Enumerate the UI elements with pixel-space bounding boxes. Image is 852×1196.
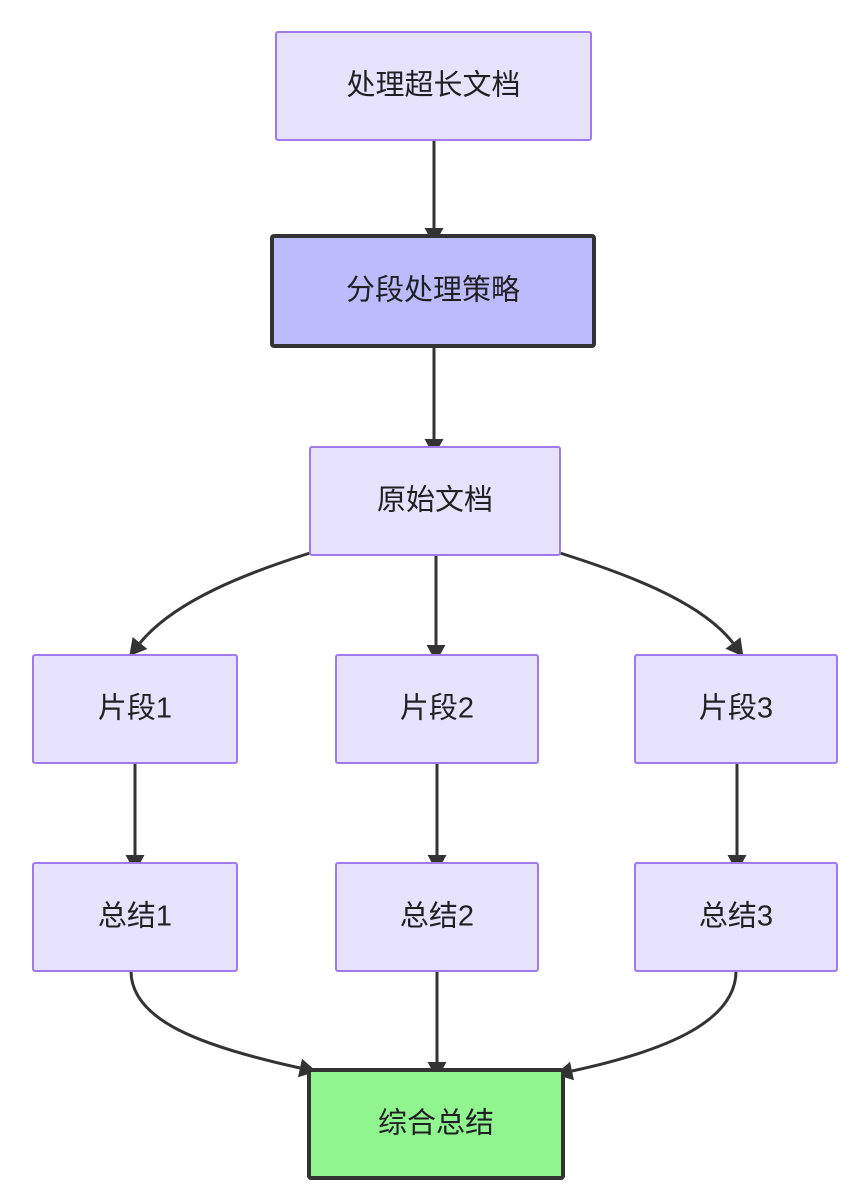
edge-line <box>129 970 301 1070</box>
flow-edge <box>129 970 317 1078</box>
flow-node-n10[interactable]: 综合总结 <box>307 1068 565 1180</box>
flow-node-n6[interactable]: 片段3 <box>634 654 838 764</box>
node-label: 总结3 <box>699 900 773 933</box>
node-label: 分段处理策略 <box>346 274 520 307</box>
node-box[interactable] <box>307 1068 565 1180</box>
node-box[interactable] <box>335 654 539 764</box>
flow-node-n8[interactable]: 总结2 <box>335 862 539 972</box>
flow-node-n9[interactable]: 总结3 <box>634 862 838 972</box>
edge-line <box>571 970 738 1073</box>
flow-node-n5[interactable]: 片段2 <box>335 654 539 764</box>
flow-edge <box>426 555 446 662</box>
edge-arrowhead <box>725 637 744 657</box>
flow-node-n7[interactable]: 总结1 <box>32 862 238 972</box>
flow-edge <box>427 971 447 1079</box>
node-label: 原始文档 <box>377 484 493 517</box>
flow-edge <box>555 970 738 1081</box>
flow-node-n2[interactable]: 分段处理策略 <box>270 234 596 348</box>
node-box[interactable] <box>634 862 838 972</box>
flow-edge <box>424 140 444 245</box>
node-label: 总结2 <box>400 900 474 933</box>
node-label: 片段3 <box>699 692 773 725</box>
node-box[interactable] <box>275 31 592 141</box>
node-box[interactable] <box>32 654 238 764</box>
flow-edge <box>424 348 444 456</box>
flow-edge <box>727 763 747 872</box>
flow-node-n1[interactable]: 处理超长文档 <box>275 31 592 141</box>
node-label: 片段1 <box>98 692 172 725</box>
edge-arrowhead <box>426 645 446 662</box>
edge-line <box>138 551 311 644</box>
edge-line <box>559 551 735 644</box>
node-box[interactable] <box>634 654 838 764</box>
node-label: 总结1 <box>98 900 172 933</box>
node-label: 综合总结 <box>378 1107 494 1140</box>
edge-arrowhead <box>129 637 148 657</box>
flow-edge <box>559 551 744 657</box>
flow-edge <box>427 763 447 872</box>
flow-edge <box>129 551 311 657</box>
node-label: 片段2 <box>400 692 474 725</box>
flow-node-n4[interactable]: 片段1 <box>32 654 238 764</box>
node-box[interactable] <box>270 234 596 348</box>
node-label: 处理超长文档 <box>346 69 520 102</box>
node-box[interactable] <box>309 446 561 556</box>
node-box[interactable] <box>32 862 238 972</box>
flow-edge <box>125 763 145 872</box>
node-box[interactable] <box>335 862 539 972</box>
flow-node-n3[interactable]: 原始文档 <box>309 446 561 556</box>
